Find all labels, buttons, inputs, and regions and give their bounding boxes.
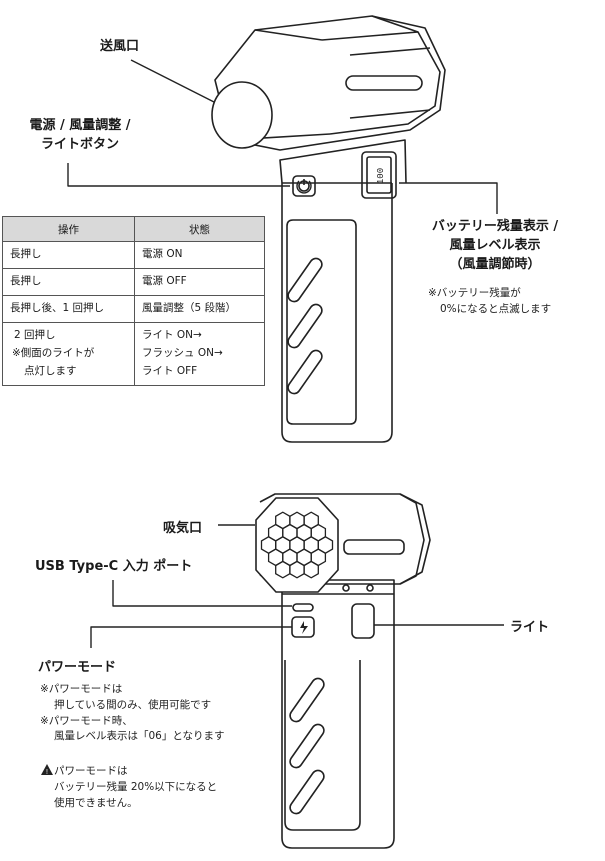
warning-line: パワーモードは [54, 765, 128, 777]
top-device-drawing [211, 15, 446, 443]
intake-hex-grille [260, 511, 334, 579]
bottom-device-drawing [255, 493, 431, 849]
table-header-operation: 操作 [2, 216, 135, 242]
light-label: ライト [510, 620, 550, 635]
lightning-icon [300, 621, 308, 634]
power-button-label-line2: ライトボタン [40, 136, 119, 152]
outlet-label: 送風口 [100, 39, 140, 54]
table-row: 長押し 電源 ON [2, 241, 265, 269]
table-cell-operation: 2 回押し ※側面のライトが 点灯します [2, 322, 135, 386]
display-label: バッテリー残量表示 / 風量レベル表示 （風量調節時） [420, 218, 570, 275]
display-label-line3: （風量調節時） [449, 256, 541, 272]
table-header-state: 状態 [134, 216, 265, 242]
display-note: ※バッテリー残量が 0%になると点滅します [428, 286, 551, 318]
power-button-label-line1: 電源 / 風量調整 / [29, 118, 131, 133]
state-line: ライト ON→ [142, 329, 202, 341]
leader-lines [67, 59, 504, 648]
svg-text:!: ! [46, 769, 48, 776]
table-cell-operation: 長押し後、1 回押し [2, 295, 135, 323]
power-icon [296, 180, 312, 194]
op-line: ※側面のライトが [12, 346, 95, 359]
display-note-line2: 0%になると点滅します [440, 302, 552, 315]
display-readout: 100 [376, 168, 386, 184]
display-label-line1: バッテリー残量表示 / [431, 219, 559, 234]
table-cell-state: ライト ON→ フラッシュ ON→ ライト OFF [134, 322, 265, 386]
table-cell-operation: 長押し [2, 268, 135, 296]
warning-line: 使用できません。 [54, 796, 138, 809]
op-line: 2 回押し [14, 329, 56, 341]
table-row: 2 回押し ※側面のライトが 点灯します ライト ON→ フラッシュ ON→ ラ… [2, 322, 265, 386]
usb-port-label: USB Type-C 入力 ポート [35, 559, 193, 574]
power-mode-label: パワーモード [38, 660, 117, 675]
table-cell-operation: 長押し [2, 241, 135, 269]
display-label-line2: 風量レベル表示 [449, 237, 541, 253]
operation-table: 操作 状態 長押し 電源 ON 長押し 電源 OFF 長押し後、1 回押し 風量… [2, 216, 265, 386]
intake-label: 吸気口 [163, 521, 203, 536]
power-mode-note: ※パワーモードは [40, 683, 123, 695]
hex-cell [303, 560, 319, 579]
state-line: ライト OFF [142, 364, 198, 377]
op-line: 点灯します [24, 364, 77, 377]
table-row: 長押し 電源 OFF [2, 268, 265, 296]
table-cell-state: 電源 ON [134, 241, 265, 269]
power-mode-notes: ※パワーモードは 押している間のみ、使用可能です ※パワーモード時、 風量レベル… [40, 682, 225, 745]
power-mode-note: 風量レベル表示は「06」となります [54, 730, 225, 743]
table-cell-state: 風量調整（5 段階） [134, 295, 265, 323]
power-button-label: 電源 / 風量調整 / ライトボタン [15, 117, 145, 155]
warning-line: バッテリー残量 20%以下になると [54, 780, 218, 793]
power-mode-note: 押している間のみ、使用可能です [54, 698, 212, 711]
table-header-row: 操作 状態 [2, 216, 265, 242]
display-note-line1: ※バッテリー残量が [428, 287, 521, 299]
table-row: 長押し後、1 回押し 風量調整（5 段階） [2, 295, 265, 323]
power-mode-warning: パワーモードは バッテリー残量 20%以下になると 使用できません。 [54, 764, 217, 811]
table-cell-state: 電源 OFF [134, 268, 265, 296]
warning-icon [41, 764, 53, 775]
power-mode-note: ※パワーモード時、 [40, 714, 133, 727]
state-line: フラッシュ ON→ [142, 346, 223, 359]
